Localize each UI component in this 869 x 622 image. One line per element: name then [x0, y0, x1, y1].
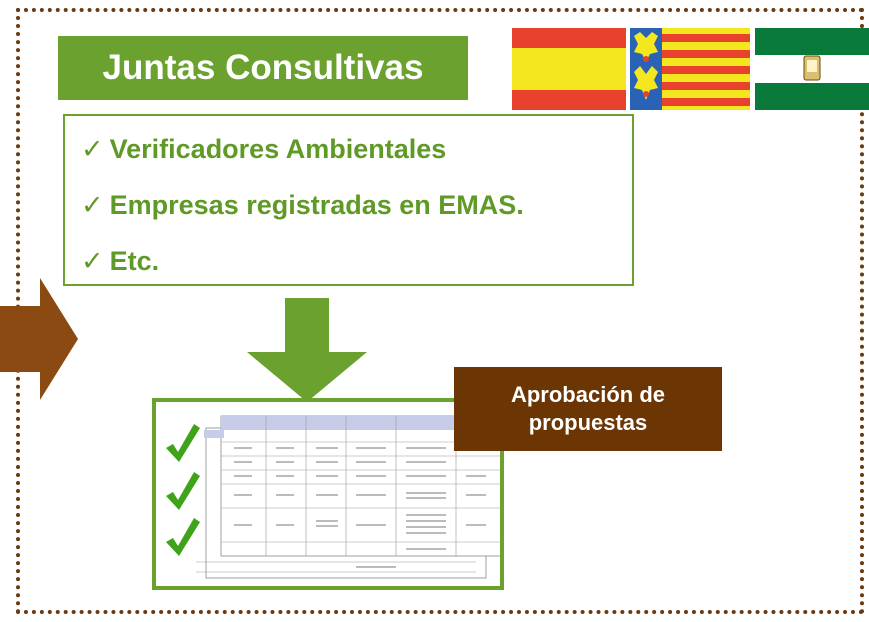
criteria-list: ✓Verificadores Ambientales ✓Empresas reg… — [63, 114, 634, 286]
approval-label: Aprobación de propuestas — [454, 367, 722, 451]
list-item: ✓Verificadores Ambientales — [81, 134, 447, 164]
checkmark-icon: ✓ — [81, 134, 104, 164]
checkmark-icon: ✓ — [81, 190, 104, 220]
down-arrow-icon — [247, 298, 367, 402]
page-title: Juntas Consultivas — [102, 48, 424, 87]
list-item: ✓Etc. — [81, 246, 160, 276]
andalusia-flag-icon — [755, 28, 869, 110]
spain-flag-icon — [512, 28, 626, 110]
document-thumbnail — [152, 398, 504, 590]
title-banner: Juntas Consultivas — [58, 36, 468, 100]
list-item: ✓Empresas registradas en EMAS. — [81, 190, 524, 220]
table-document-image — [166, 415, 500, 579]
right-arrow-icon — [0, 278, 78, 400]
checkmark-icon: ✓ — [81, 246, 104, 276]
valencia-flag-icon — [630, 28, 750, 110]
